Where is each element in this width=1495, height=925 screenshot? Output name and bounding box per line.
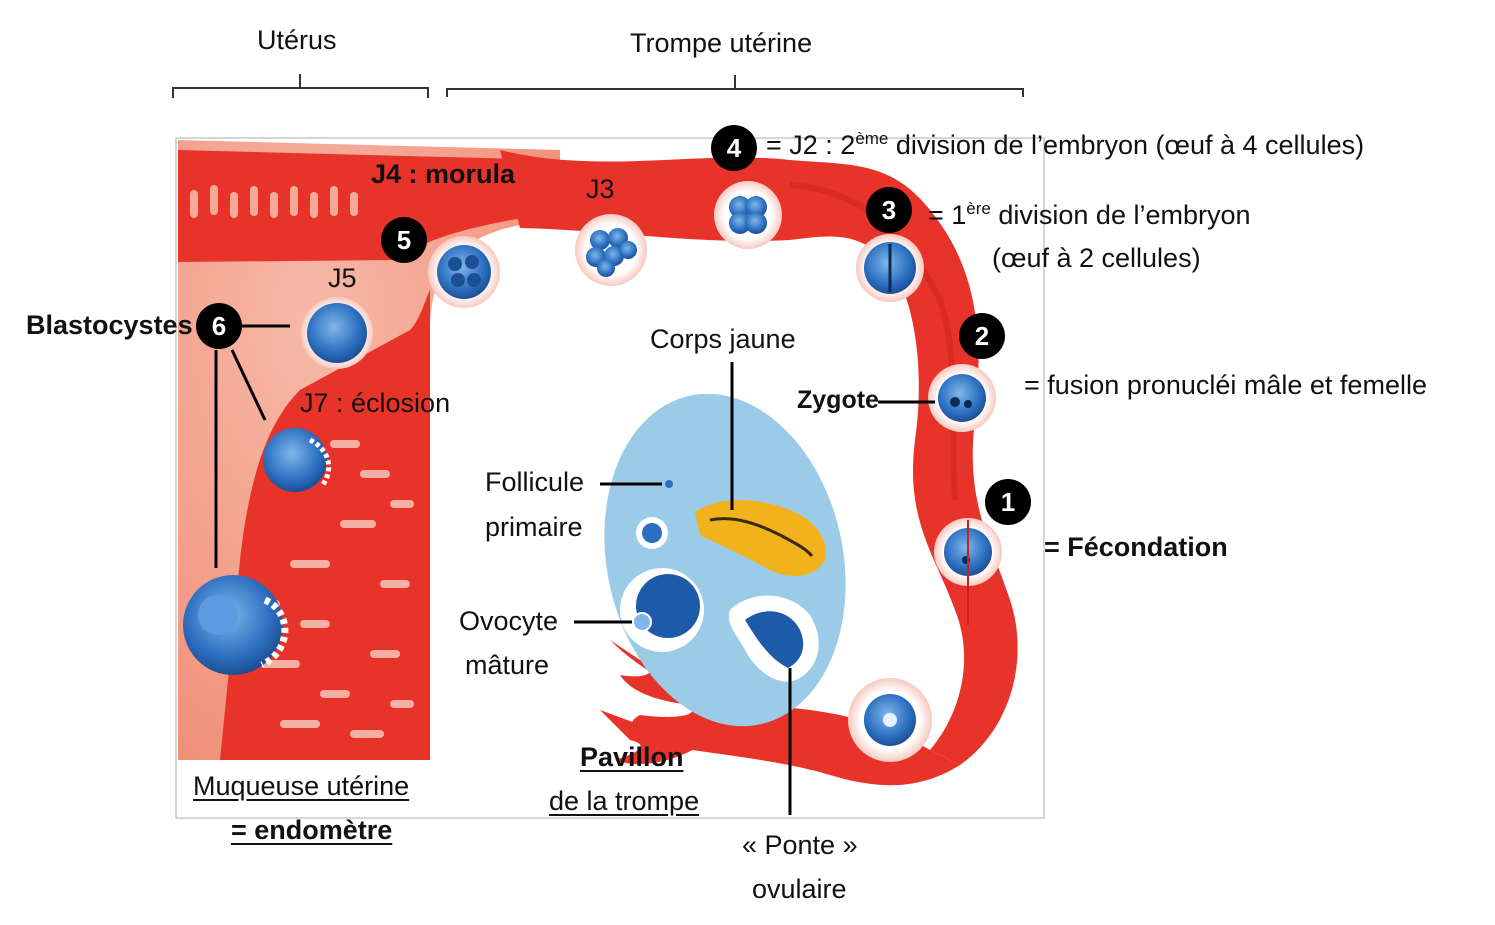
uterus-brace	[172, 74, 429, 98]
muqueuse-label-1: Muqueuse utérine	[193, 771, 410, 801]
j7-label: J7 : éclosion	[300, 388, 451, 418]
stage-3-text: = 1ère division de l’embryon	[928, 199, 1251, 230]
mature-oocyte	[632, 612, 652, 632]
cell-zygote	[928, 364, 996, 432]
ovocyte-label-2: mâture	[465, 650, 550, 680]
fallopian-tube	[500, 150, 1018, 765]
cell-implantation	[183, 575, 289, 675]
follicule-label-1: Follicule	[485, 467, 585, 497]
badge-4: 4	[711, 125, 757, 171]
cell-j3	[575, 214, 647, 286]
follicule-label-2: primaire	[485, 512, 583, 542]
stage-4-text: = J2 : 2ème division de l’embryon (œuf à…	[766, 129, 1365, 160]
stage-2-text: = fusion pronucléi mâle et femelle	[1024, 370, 1427, 400]
ovary	[604, 393, 846, 727]
uterus-header: Utérus	[257, 25, 337, 55]
badge-1: 1	[985, 479, 1031, 525]
cell-4-cells	[714, 181, 782, 249]
ponte-label-1: « Ponte »	[742, 830, 858, 860]
top-mucosa-crypts	[190, 185, 358, 218]
trompe-header: Trompe utérine	[630, 28, 813, 58]
badge-5: 5	[381, 217, 427, 263]
leader-lines	[214, 324, 935, 815]
cell-ovulated	[848, 678, 932, 762]
zygote-label: Zygote	[797, 386, 879, 414]
ovocyte-label-1: Ovocyte	[459, 606, 559, 636]
stage-3-line2: (œuf à 2 cellules)	[992, 243, 1201, 273]
morula-label: J4 : morula	[371, 159, 516, 189]
stage-1-text: = Fécondation	[1044, 532, 1228, 562]
cell-j7-hatching	[263, 428, 332, 492]
ponte-label-2: ovulaire	[752, 874, 847, 904]
j3-label: J3	[586, 174, 615, 204]
corps-jaune-label: Corps jaune	[650, 324, 796, 354]
corpus-luteum-core	[709, 517, 814, 558]
badge-2: 2	[959, 313, 1005, 359]
cell-morula	[428, 236, 500, 308]
endometrium-texture	[250, 440, 414, 738]
uterus-top-mucosa	[178, 150, 560, 262]
badge-6: 6	[196, 303, 242, 349]
pavillon-label-1: Pavillon	[580, 742, 684, 772]
ruptured-follicle-core	[745, 611, 804, 668]
tube-inner-shade	[789, 182, 958, 501]
cell-2-cells	[856, 234, 924, 302]
primary-follicle-dot	[665, 480, 673, 488]
trompe-brace	[446, 75, 1024, 97]
diagram-frame	[175, 137, 1045, 819]
fimbriae-2	[600, 710, 700, 765]
muqueuse-label-2: = endomètre	[231, 815, 393, 845]
pavillon-label-2: de la trompe	[549, 786, 700, 816]
badge-3: 3	[866, 187, 912, 233]
blastocystes-label: Blastocystes	[26, 310, 193, 340]
follicle-small-core	[642, 523, 662, 543]
cell-fecondation	[934, 518, 1002, 625]
cell-j5-blastocyst	[301, 297, 373, 369]
j5-label: J5	[328, 263, 357, 293]
